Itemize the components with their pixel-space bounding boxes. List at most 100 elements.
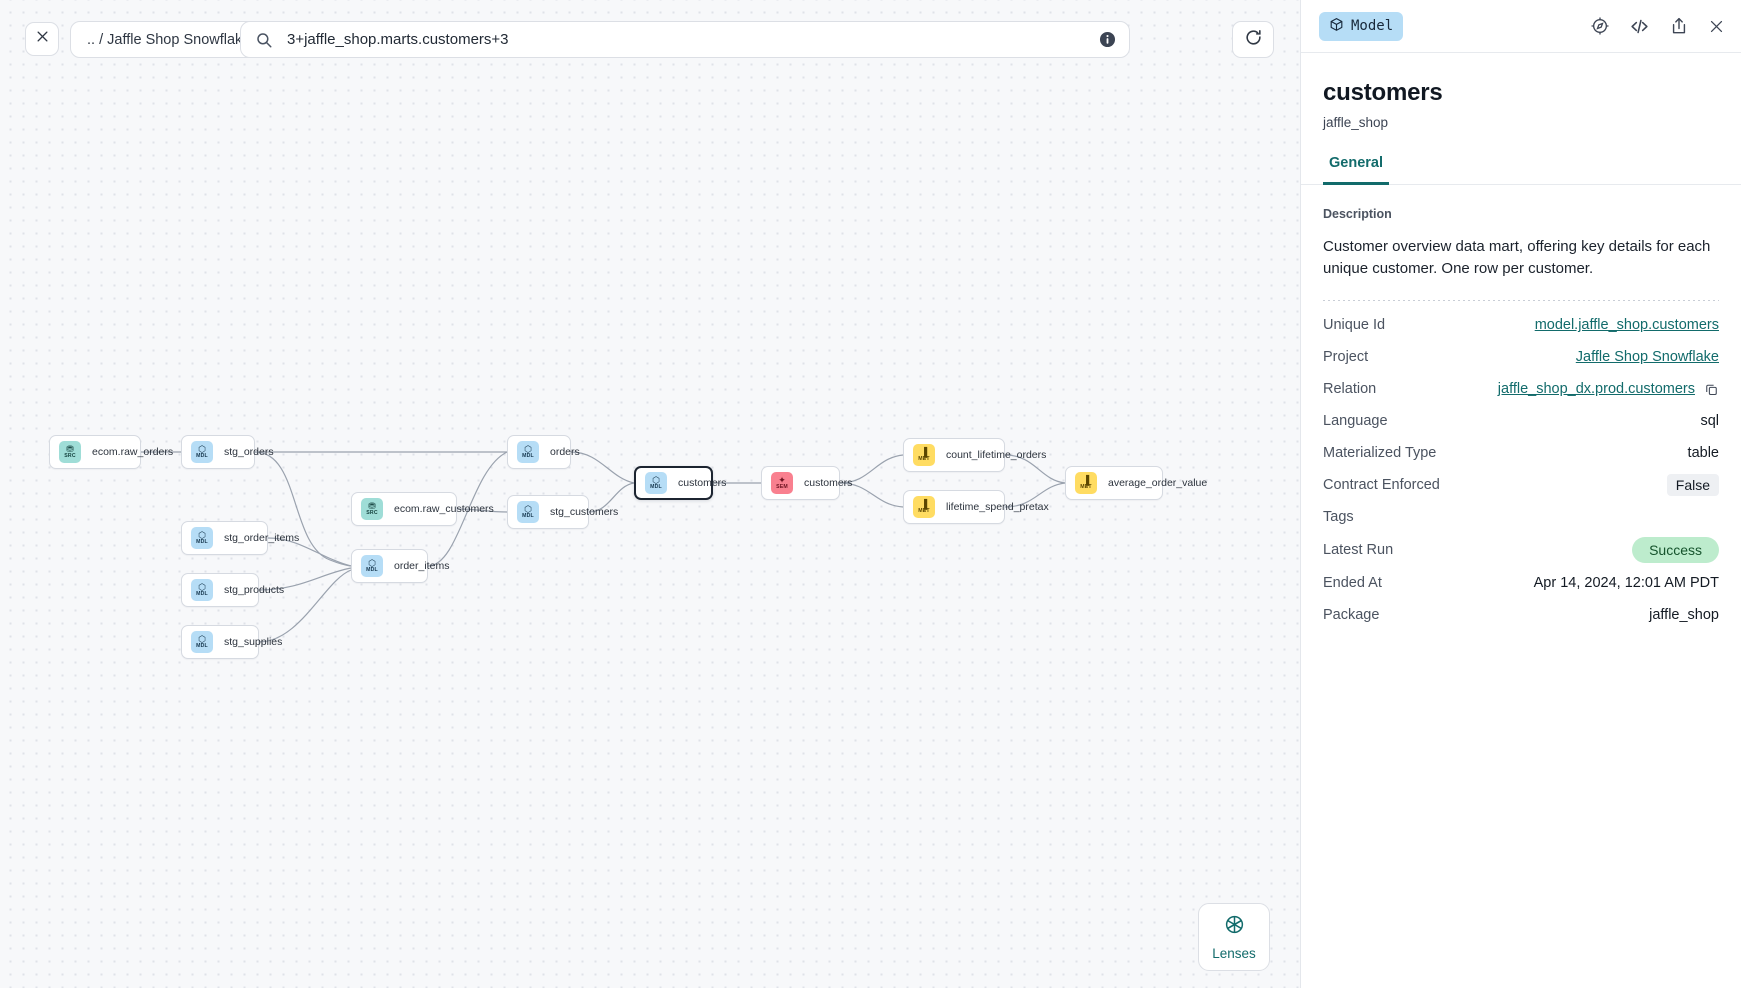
detail-row: Ended At Apr 14, 2024, 12:01 AM PDT (1323, 567, 1719, 599)
aperture-icon (1224, 914, 1245, 940)
detail-row-key: Contract Enforced (1323, 477, 1440, 494)
top-toolbar: .. / Jaffle Shop Snowflake (0, 0, 1300, 78)
divider (1323, 300, 1719, 302)
sem-badge-icon: ✦SEM (771, 472, 793, 494)
status-badge: Success (1632, 537, 1719, 564)
lineage-node-label: lifetime_spend_pretax (946, 501, 1049, 513)
description-label: Description (1323, 207, 1392, 221)
detail-row: Unique Id model.jaffle_shop.customers (1323, 309, 1719, 341)
lineage-node-label: order_items (394, 560, 450, 572)
close-lineage-button[interactable] (25, 22, 59, 56)
detail-row: Contract Enforced False (1323, 469, 1719, 501)
lineage-node-average_order_value[interactable]: ▐MET average_order_value (1065, 466, 1207, 500)
resource-type-chip: Model (1319, 11, 1404, 41)
detail-row-link[interactable]: jaffle_shop_dx.prod.customers (1497, 381, 1695, 398)
resource-type-label: Model (1351, 18, 1394, 34)
share-icon[interactable] (1669, 16, 1689, 36)
info-icon[interactable] (1098, 30, 1117, 49)
breadcrumb[interactable]: .. / Jaffle Shop Snowflake (70, 21, 268, 58)
detail-row-key: Relation (1323, 381, 1377, 398)
mdl-badge-icon: ⬡MDL (191, 441, 213, 463)
lineage-node-lifetime_spend_pretax[interactable]: ▐MET lifetime_spend_pretax (903, 490, 1049, 524)
page-title: customers (1323, 79, 1443, 106)
src-badge-icon: ⛃SRC (361, 498, 383, 520)
detail-row: Relation jaffle_shop_dx.prod.customers (1323, 373, 1719, 405)
detail-row-value: jaffle_shop_dx.prod.customers (1498, 381, 1719, 397)
copy-icon[interactable] (1704, 382, 1719, 397)
cube-icon (1329, 17, 1344, 36)
description-text: Customer overview data mart, offering ke… (1323, 238, 1711, 278)
detail-row-link[interactable]: Jaffle Shop Snowflake (1575, 349, 1719, 366)
refresh-icon (1244, 28, 1263, 52)
detail-row-key: Language (1323, 413, 1388, 430)
detail-row-value: Jaffle Shop Snowflake (1576, 349, 1719, 365)
lineage-node-label: stg_supplies (224, 636, 283, 648)
close-panel-icon[interactable] (1708, 18, 1725, 35)
lineage-node-label: ecom.raw_customers (394, 503, 494, 515)
lineage-node-label: customers (678, 477, 727, 489)
detail-row-value: table (1687, 445, 1719, 462)
lineage-node-stg_products[interactable]: ⬡MDL stg_products (181, 573, 284, 607)
search-icon (255, 31, 273, 49)
detail-row-key: Unique Id (1323, 317, 1386, 334)
detail-row-value: Apr 14, 2024, 12:01 AM PDT (1533, 575, 1719, 592)
lineage-node-customers_semantic[interactable]: ✦SEM customers (761, 466, 852, 500)
status-badge: False (1666, 474, 1719, 497)
lineage-node-label: orders (550, 446, 580, 458)
detail-row-value: jaffle_shop (1649, 607, 1719, 624)
mdl-badge-icon: ⬡MDL (191, 631, 213, 653)
refresh-button[interactable] (1232, 21, 1274, 58)
detail-row-key: Latest Run (1323, 542, 1394, 559)
lineage-node-orders[interactable]: ⬡MDL orders (507, 435, 580, 469)
lineage-search-bar[interactable] (240, 21, 1130, 58)
detail-row-key: Project (1323, 349, 1369, 366)
lenses-button[interactable]: Lenses (1198, 903, 1270, 971)
src-badge-icon: ⛃SRC (59, 441, 81, 463)
detail-row-key: Package (1323, 607, 1380, 624)
detail-row: Tags (1323, 501, 1719, 533)
mdl-badge-icon: ⬡MDL (191, 579, 213, 601)
panel-subtitle: jaffle_shop (1323, 115, 1389, 130)
lineage-node-label: stg_products (224, 584, 285, 596)
details-panel: Model (1300, 0, 1741, 988)
compass-icon[interactable] (1590, 16, 1610, 36)
lineage-node-label: average_order_value (1108, 477, 1208, 489)
lineage-node-label: customers (804, 477, 853, 489)
lenses-label: Lenses (1212, 945, 1256, 961)
lineage-node-stg_supplies[interactable]: ⬡MDL stg_supplies (181, 625, 282, 659)
panel-title-block: customers jaffle_shop (1301, 53, 1741, 130)
panel-header: Model (1301, 0, 1741, 53)
lineage-node-stg_orders[interactable]: ⬡MDL stg_orders (181, 435, 274, 469)
detail-row: Latest Run Success (1323, 533, 1719, 567)
breadcrumb-label: .. / Jaffle Shop Snowflake (87, 31, 251, 48)
mdl-badge-icon: ⬡MDL (191, 527, 213, 549)
detail-row-key: Tags (1323, 509, 1354, 526)
detail-row-key: Ended At (1323, 575, 1382, 592)
met-badge-icon: ▐MET (1075, 472, 1097, 494)
lineage-node-label: stg_order_items (224, 532, 300, 544)
mdl-badge-icon: ⬡MDL (517, 441, 539, 463)
lineage-node-label: stg_orders (224, 446, 274, 458)
detail-row-link[interactable]: model.jaffle_shop.customers (1534, 317, 1719, 334)
detail-row-value: model.jaffle_shop.customers (1535, 317, 1719, 333)
panel-body: Description Customer overview data mart,… (1301, 185, 1741, 631)
search-input[interactable] (285, 30, 1098, 49)
met-badge-icon: ▐MET (913, 496, 935, 518)
detail-row: Project Jaffle Shop Snowflake (1323, 341, 1719, 373)
lineage-node-stg_order_items[interactable]: ⬡MDL stg_order_items (181, 521, 299, 555)
mdl-badge-icon: ⬡MDL (517, 501, 539, 523)
lineage-node-ecom_raw_customers[interactable]: ⛃SRC ecom.raw_customers (351, 492, 494, 526)
code-icon[interactable] (1629, 16, 1650, 37)
tab-general[interactable]: General (1323, 155, 1389, 185)
panel-tabs: General (1301, 155, 1741, 185)
detail-row-value: False (1666, 474, 1719, 497)
